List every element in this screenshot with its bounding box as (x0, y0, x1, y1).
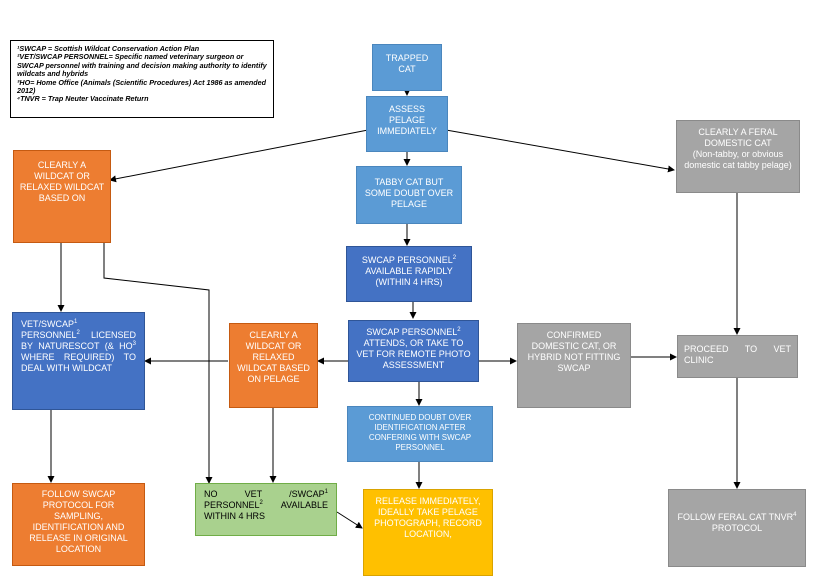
swcap-attends-sup: 2 (457, 327, 461, 333)
clearly-feral-box: CLEARLY A FERAL DOMESTIC CAT (Non-tabby,… (676, 120, 800, 193)
clearly-wildcat-left-box: CLEARLY A WILDCAT OR RELAXED WILDCAT BAS… (13, 150, 111, 243)
clearly-wildcat-mid-text: CLEARLY A WILDCAT OR RELAXED WILDCAT BAS… (237, 330, 310, 384)
release-text: RELEASE IMMEDIATELY, IDEALLY TAKE PELAGE… (374, 496, 482, 539)
arrow-assess-to-wildcat-left (109, 129, 369, 183)
swcap-available-text-b: AVAILABLE RAPIDLY (WITHIN 4 HRS) (365, 266, 453, 287)
assess-pelage-box: ASSESS PELAGE IMMEDIATELY (366, 96, 448, 152)
swcap-available-sup: 2 (452, 255, 457, 261)
vet-swcap-sup2: 2 (76, 330, 80, 336)
trapped-cat-text: TRAPPED CAT (385, 53, 429, 74)
no-vet-sup2: 2 (259, 500, 263, 506)
no-vet-sup1: 1 (324, 489, 328, 495)
clearly-wildcat-mid-box: CLEARLY A WILDCAT OR RELAXED WILDCAT BAS… (229, 323, 318, 408)
follow-feral-box: FOLLOW FERAL CAT TNVR4 PROTOCOL (668, 489, 806, 567)
assess-pelage-text: ASSESS PELAGE IMMEDIATELY (377, 104, 437, 136)
proceed-vet-text: PROCEED TO VET CLINIC (684, 344, 791, 365)
continued-doubt-text: CONTINUED DOUBT OVER IDENTIFICATION AFTE… (368, 413, 472, 452)
swcap-available-box: SWCAP PERSONNEL2 AVAILABLE RAPIDLY (WITH… (346, 246, 472, 302)
clearly-feral-subtext: (Non-tabby, or obvious domestic cat tabb… (684, 149, 792, 170)
follow-feral-text-a: FOLLOW FERAL CAT TNVR (677, 512, 794, 522)
vet-swcap-text-c: LICENSED BY NATURESCOT (& HO (21, 330, 136, 351)
swcap-available-text-a: SWCAP PERSONNEL (361, 255, 453, 265)
no-vet-text-b: PERSONNEL (204, 500, 260, 510)
clearly-wildcat-left-text: CLEARLY A WILDCAT OR RELAXED WILDCAT BAS… (19, 160, 105, 203)
release-box: RELEASE IMMEDIATELY, IDEALLY TAKE PELAGE… (363, 489, 493, 576)
legend-line-vet: ²VET/SWCAP PERSONNEL= Specific named vet… (17, 52, 267, 79)
follow-swcap-box: FOLLOW SWCAP PROTOCOL FOR SAMPLING, IDEN… (12, 483, 145, 566)
confirmed-domestic-box: CONFIRMED DOMESTIC CAT, OR HYBRID NOT FI… (517, 323, 631, 408)
vet-swcap-box: VET/SWCAP1 PERSONNEL2 LICENSED BY NATURE… (12, 312, 145, 410)
legend-line-tnvr: ⁴TNVR = Trap Neuter Vaccinate Return (17, 94, 149, 104)
confirmed-domestic-text: CONFIRMED DOMESTIC CAT, OR HYBRID NOT FI… (527, 330, 621, 373)
vet-swcap-text-d: WHERE REQUIRED) TO DEAL WITH WILDCAT (21, 352, 136, 373)
arrow-assess-to-feral (445, 129, 675, 173)
legend-line-ho: ³HO= Home Office (Animals (Scientific Pr… (17, 77, 267, 96)
legend-line-swcap: ¹SWCAP = Scottish Wildcat Conservation A… (17, 44, 200, 53)
swcap-attends-text-a: SWCAP PERSONNEL (366, 327, 458, 337)
swcap-attends-text-b: ATTENDS, OR TAKE TO VET FOR REMOTE PHOTO… (356, 338, 471, 370)
no-vet-text-a: NO VET /SWCAP (204, 489, 325, 499)
vet-swcap-text-a: VET/SWCAP (21, 319, 75, 329)
tabby-doubt-text: TABBY CAT BUT SOME DOUBT OVER PELAGE (364, 177, 454, 209)
follow-feral-sup: 4 (793, 512, 797, 518)
vet-swcap-text-b: PERSONNEL (21, 330, 77, 340)
vet-swcap-sup1: 1 (74, 319, 78, 325)
continued-doubt-box: CONTINUED DOUBT OVER IDENTIFICATION AFTE… (347, 406, 493, 462)
tabby-doubt-box: TABBY CAT BUT SOME DOUBT OVER PELAGE (356, 166, 462, 224)
legend-box: ¹SWCAP = Scottish Wildcat Conservation A… (10, 40, 274, 118)
no-vet-box: NO VET /SWCAP1 PERSONNEL2 AVAILABLE WITH… (195, 483, 337, 536)
no-vet-text-c: AVAILABLE WITHIN 4 HRS (204, 500, 328, 521)
trapped-cat-box: TRAPPED CAT (372, 44, 442, 91)
follow-feral-text-b: PROTOCOL (711, 523, 763, 533)
proceed-vet-box: PROCEED TO VET CLINIC (677, 335, 798, 378)
clearly-feral-text: CLEARLY A FERAL DOMESTIC CAT (698, 127, 778, 148)
arrow-no-vet-to-release (336, 511, 363, 529)
follow-swcap-text: FOLLOW SWCAP PROTOCOL FOR SAMPLING, IDEN… (29, 489, 128, 554)
swcap-attends-box: SWCAP PERSONNEL2 ATTENDS, OR TAKE TO VET… (348, 320, 479, 382)
arrow-wildcat-left-to-no-vet (103, 243, 213, 484)
vet-swcap-sup3: 3 (132, 341, 136, 347)
